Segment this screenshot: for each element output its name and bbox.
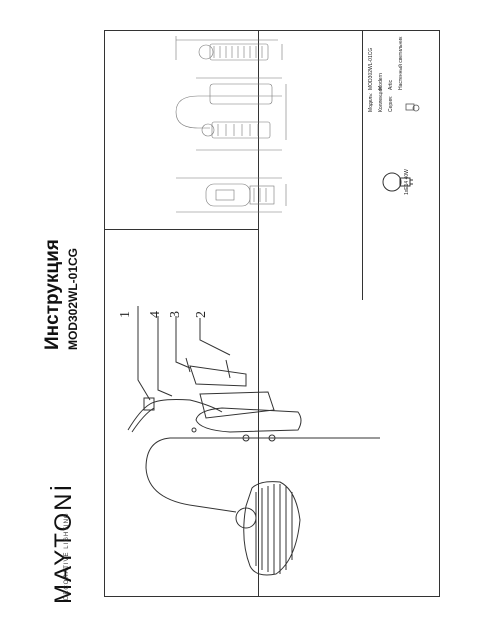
lamp-bulb-icon [382,172,413,192]
spec-panel [362,30,441,300]
spec-icons [405,103,420,112]
bottom-dimension-drawing [176,177,287,213]
side-dimension-drawing [175,77,287,151]
page-frame [104,30,440,597]
panel-divider [258,30,259,597]
header-divider [104,229,259,230]
top-dimension-drawing [175,36,283,61]
exploded-assembly-drawing [127,306,380,576]
